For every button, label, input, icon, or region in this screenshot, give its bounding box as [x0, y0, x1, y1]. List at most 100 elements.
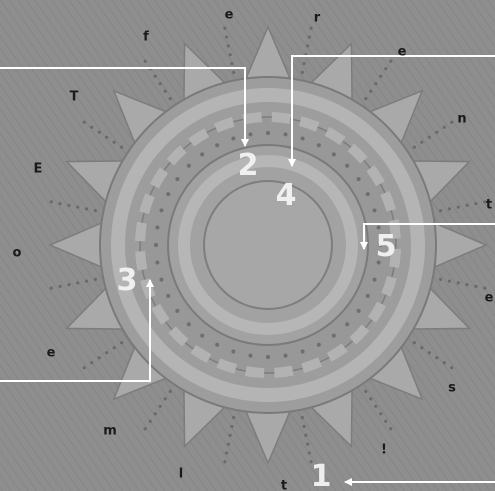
ray-dot [98, 131, 101, 134]
ray-dot [302, 62, 305, 65]
ring-dot [166, 192, 170, 196]
ring-dot [366, 192, 370, 196]
ring-dot [317, 143, 321, 147]
ring-segment [144, 195, 150, 212]
ring-dot [166, 294, 170, 298]
ring-dot [373, 278, 377, 282]
ring-dot [155, 261, 159, 265]
ray-dot [439, 209, 442, 212]
callout-number-4: 4 [276, 181, 297, 211]
ray-dot [435, 131, 438, 134]
ray-dot [450, 366, 453, 369]
letter-n: n [457, 113, 466, 126]
ring-segment [303, 362, 320, 368]
ring-segment [216, 122, 233, 128]
callout-number-1: 1 [311, 462, 332, 491]
ray-dot [384, 67, 387, 70]
ray-dot [232, 416, 235, 419]
ring-dot [248, 354, 252, 358]
ring-segment [274, 371, 292, 373]
callout-number-5: 5 [376, 232, 397, 262]
ring-segment [272, 117, 290, 119]
ray-dot [144, 427, 147, 430]
ray-dot [105, 136, 108, 139]
ring-dot [215, 343, 219, 347]
ray-dot [90, 361, 93, 364]
letter-e-top: e [225, 9, 234, 22]
letter-T: T [70, 91, 79, 104]
ray-dot [443, 361, 446, 364]
ring-dot [357, 177, 361, 181]
ray-dot [144, 60, 147, 63]
ring-dot [231, 350, 235, 354]
ray-dot [154, 412, 157, 415]
ray-dot [169, 97, 172, 100]
ray-dot [58, 285, 61, 288]
ray-dot [83, 366, 86, 369]
ray-dot [159, 405, 162, 408]
ring-dot [154, 243, 158, 247]
ray-dot [457, 206, 460, 209]
ray-dot [227, 44, 230, 47]
ring-segment [140, 251, 142, 269]
letter-s: s [448, 382, 456, 395]
ray-dot [448, 207, 451, 210]
ring-dot [317, 343, 321, 347]
ray-dot [413, 341, 416, 344]
ring-dot [231, 136, 235, 140]
ray-dot [450, 121, 453, 124]
ring-dot [266, 131, 270, 135]
ray-dot [364, 390, 367, 393]
ray-dot [225, 451, 228, 454]
ring-dot [345, 164, 349, 168]
ring-dot [284, 354, 288, 358]
letter-f: f [143, 31, 149, 44]
letter-e-left: e [47, 347, 56, 360]
ray-dot [379, 412, 382, 415]
ray-dot [474, 202, 477, 205]
ring-segment [140, 223, 142, 241]
ring-dot [345, 322, 349, 326]
letter-e-right: e [485, 292, 494, 305]
ray-dot [85, 207, 88, 210]
ray-dot [154, 75, 157, 78]
ring-segment [300, 121, 317, 127]
ray-dot [229, 53, 232, 56]
ray-dot [67, 283, 70, 286]
ray-dot [94, 278, 97, 281]
ring-dot [301, 350, 305, 354]
ring-dot [187, 322, 191, 326]
ray-dot [413, 146, 416, 149]
ray-dot [98, 356, 101, 359]
ray-dot [364, 97, 367, 100]
ray-dot [306, 442, 309, 445]
ray-dot [223, 460, 226, 463]
ring-dot [175, 309, 179, 313]
letter-exclamation: ! [381, 444, 387, 457]
ray-dot [85, 279, 88, 282]
ray-dot [428, 136, 431, 139]
ray-dot [230, 425, 233, 428]
ray-dot [230, 62, 233, 65]
ray-dot [374, 405, 377, 408]
ray-dot [83, 121, 86, 124]
letter-e-right-top: e [398, 46, 407, 59]
letter-t-bottom: t [281, 480, 287, 491]
ray-dot [120, 341, 123, 344]
ring-dot [332, 334, 336, 338]
ray-dot [304, 434, 307, 437]
ray-dot [120, 146, 123, 149]
ring-dot [187, 164, 191, 168]
ray-dot [301, 71, 304, 74]
ray-dot [443, 126, 446, 129]
ring-dot [159, 208, 163, 212]
ray-dot [379, 75, 382, 78]
ray-dot [164, 90, 167, 93]
ray-dot [227, 442, 230, 445]
letter-r: r [314, 12, 320, 25]
ring-segment [218, 363, 235, 369]
letter-m: m [103, 425, 117, 438]
ring-dot [159, 278, 163, 282]
ring-dot [366, 294, 370, 298]
callout-number-2: 2 [238, 151, 259, 181]
